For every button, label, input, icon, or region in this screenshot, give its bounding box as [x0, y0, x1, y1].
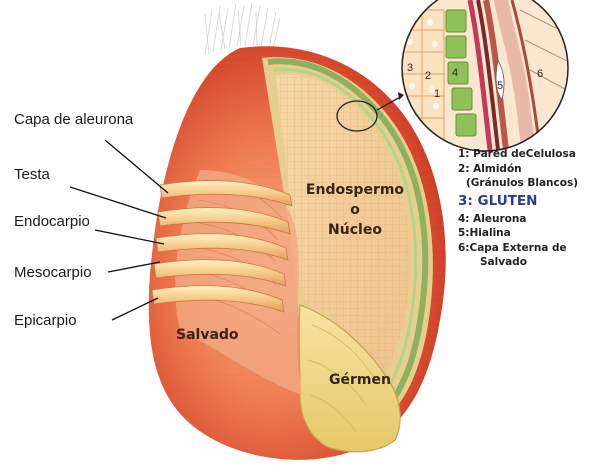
- legend-item-3-gluten: 3: GLUTEN: [458, 192, 596, 211]
- legend: 1: Pared deCelulosa 2: Almidón (Gránulos…: [458, 147, 596, 270]
- endosperm-line-2: o: [300, 200, 410, 220]
- label-endocarpio: Endocarpio: [14, 213, 90, 230]
- legend-item-5: 5:Hialina: [458, 226, 596, 241]
- endosperm-line-3: Núcleo: [300, 220, 410, 240]
- label-germen: Gérmen: [329, 372, 391, 388]
- zoom-number-3: 3: [407, 62, 413, 74]
- legend-item-6-detail: Salvado: [458, 255, 596, 270]
- zoom-number-1: 1: [434, 88, 440, 100]
- legend-item-2-detail: (Gránulos Blancos): [458, 176, 596, 191]
- endosperm-line-1: Endospermo: [300, 180, 410, 200]
- label-salvado: Salvado: [176, 327, 239, 343]
- label-mesocarpio: Mesocarpio: [14, 264, 92, 281]
- label-testa: Testa: [14, 166, 50, 183]
- legend-item-6: 6:Capa Externa de: [458, 241, 596, 256]
- zoom-number-2: 2: [425, 70, 431, 82]
- zoom-number-5: 5: [497, 80, 503, 92]
- zoom-number-6: 6: [537, 68, 543, 80]
- legend-item-4: 4: Aleurona: [458, 212, 596, 227]
- label-epicarpio: Epicarpio: [14, 312, 77, 329]
- label-capa-de-aleurona: Capa de aleurona: [14, 111, 133, 128]
- legend-item-1: 1: Pared deCelulosa: [458, 147, 596, 162]
- legend-item-2: 2: Almidón: [458, 162, 596, 177]
- label-endosperm: Endospermo o Núcleo: [300, 180, 410, 240]
- zoom-number-4: 4: [452, 67, 458, 79]
